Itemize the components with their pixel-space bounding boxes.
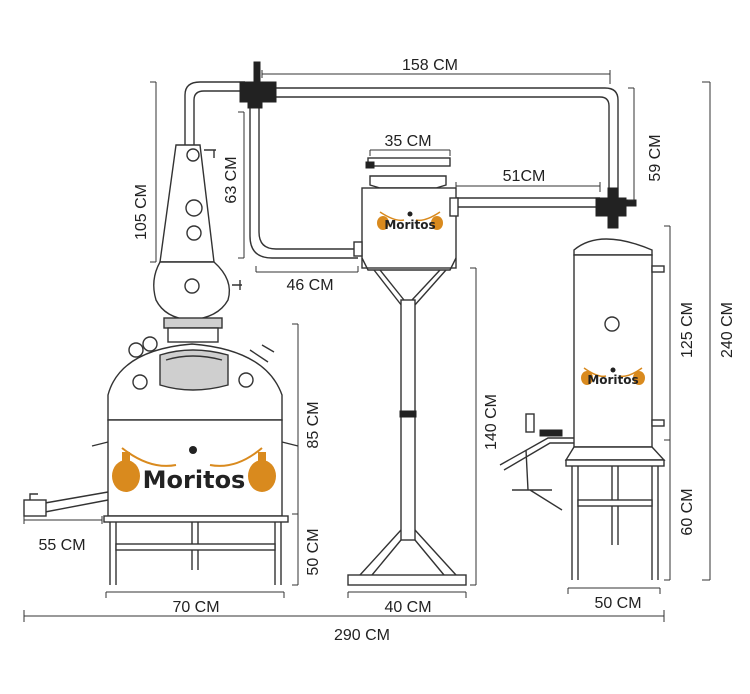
column-still bbox=[499, 238, 666, 580]
dim-label-290: 290 CM bbox=[334, 627, 390, 644]
dim-label-40: 40 CM bbox=[384, 599, 431, 616]
logo-text-column: Moritos bbox=[587, 373, 638, 387]
dim-label-60: 60 CM bbox=[679, 488, 696, 535]
dim-label-50-right: 50 CM bbox=[594, 595, 641, 612]
dim-label-70: 70 CM bbox=[172, 599, 219, 616]
dim-label-125: 125 CM bbox=[679, 302, 696, 358]
dim-label-59: 59 CM bbox=[647, 134, 664, 181]
dim-label-50-left: 50 CM bbox=[305, 528, 322, 575]
dim-label-51: 51CM bbox=[503, 168, 546, 185]
pot-still bbox=[23, 144, 299, 585]
dim-label-240: 240 CM bbox=[719, 302, 736, 358]
dim-label-55: 55 CM bbox=[38, 537, 85, 554]
condenser-stand bbox=[347, 157, 467, 586]
dim-label-140: 140 CM bbox=[483, 394, 500, 450]
dim-label-105: 105 CM bbox=[133, 184, 150, 240]
dim-label-46: 46 CM bbox=[286, 277, 333, 294]
dim-label-85: 85 CM bbox=[305, 401, 322, 448]
dim-label-63: 63 CM bbox=[223, 156, 240, 203]
logo-text-condenser: Moritos bbox=[384, 218, 435, 232]
brand-logo-pot: Moritos bbox=[112, 446, 276, 494]
pipework bbox=[184, 81, 619, 259]
brand-logo-condenser: Moritos bbox=[377, 211, 443, 232]
dim-label-158: 158 CM bbox=[402, 57, 458, 74]
pipe-joint-right bbox=[595, 187, 637, 229]
dim-label-35: 35 CM bbox=[384, 133, 431, 150]
logo-text-pot: Moritos bbox=[143, 466, 246, 494]
pipe-joint-left bbox=[239, 61, 277, 109]
brand-logo-column: Moritos bbox=[581, 367, 645, 387]
dimension-lines bbox=[23, 70, 711, 622]
